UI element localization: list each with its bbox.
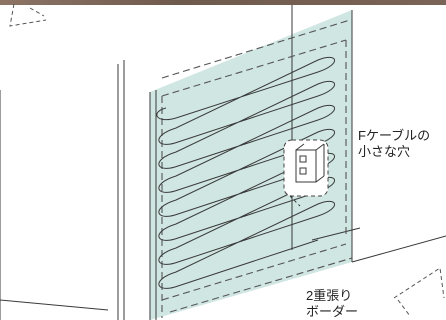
double-board-label-line1: 2重張り: [306, 288, 353, 303]
insulation-loops: [156, 56, 335, 289]
cable-hole-label: Fケーブルの 小さな穴: [358, 128, 430, 160]
corner-mark-top-left: [9, 3, 47, 27]
cable-hole-label-line1: Fケーブルの: [358, 128, 431, 143]
double-board-label-line2: ボーダー: [306, 304, 359, 319]
outlet-box-icon: [283, 139, 329, 207]
insulation-panel: [150, 10, 352, 320]
corner-mark-bottom-right: [393, 267, 445, 317]
left-wall-lines: [0, 60, 157, 320]
photo-edge-band: [0, 0, 446, 5]
cable-hole-label-line2: 小さな穴: [358, 144, 411, 159]
double-board-label: 2重張り ボーダー: [306, 288, 358, 320]
right-panel-lines: [291, 5, 446, 263]
